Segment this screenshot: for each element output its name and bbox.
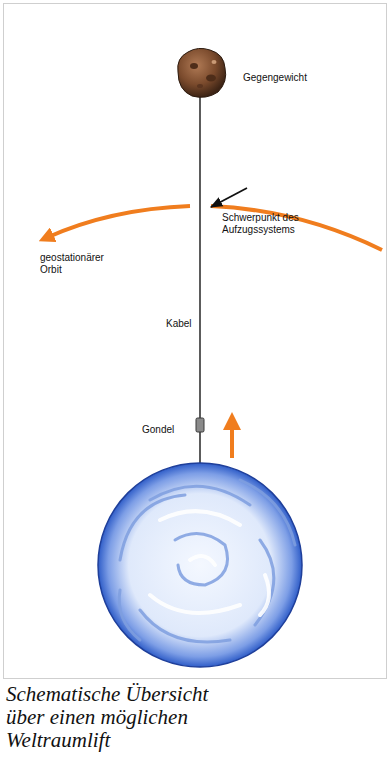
gondola-car xyxy=(196,418,204,432)
earth-globe xyxy=(98,463,302,667)
label-text: Kabel xyxy=(166,318,192,330)
motion-arrow xyxy=(230,428,234,458)
orbit-arc xyxy=(211,206,382,250)
label-text: geostationärer Orbit xyxy=(40,252,118,276)
pointer-arrow xyxy=(211,188,247,207)
label-text: Schwerpunkt des Aufzugssystems xyxy=(222,212,322,236)
label-text: Gondel xyxy=(142,424,174,436)
orbit-arc xyxy=(46,206,190,238)
cable-line xyxy=(199,92,201,464)
motion-arrow xyxy=(223,412,241,430)
counterweight-rock xyxy=(178,48,226,97)
figure-caption: Schematische Übersicht über einen möglic… xyxy=(6,683,242,752)
image-frame xyxy=(4,4,387,679)
label-text: Gegengewicht xyxy=(243,72,307,84)
